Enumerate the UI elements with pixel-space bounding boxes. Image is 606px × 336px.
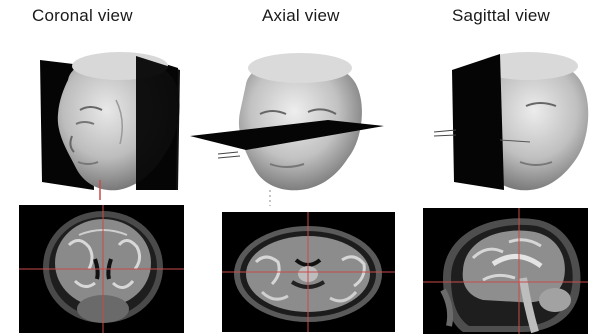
sagittal-view-title: Sagittal view xyxy=(452,6,550,26)
axial-head-render xyxy=(188,40,388,210)
coronal-view-title: Coronal view xyxy=(32,6,133,26)
coronal-mri-slice xyxy=(19,205,184,333)
axial-mri-slice xyxy=(222,212,395,332)
sagittal-plane xyxy=(452,54,504,190)
scalp-cap xyxy=(248,53,352,83)
coronal-head-render xyxy=(28,40,198,200)
sagittal-mri-slice xyxy=(423,208,588,334)
axial-view-title: Axial view xyxy=(262,6,340,26)
sagittal-head-render xyxy=(430,40,602,200)
